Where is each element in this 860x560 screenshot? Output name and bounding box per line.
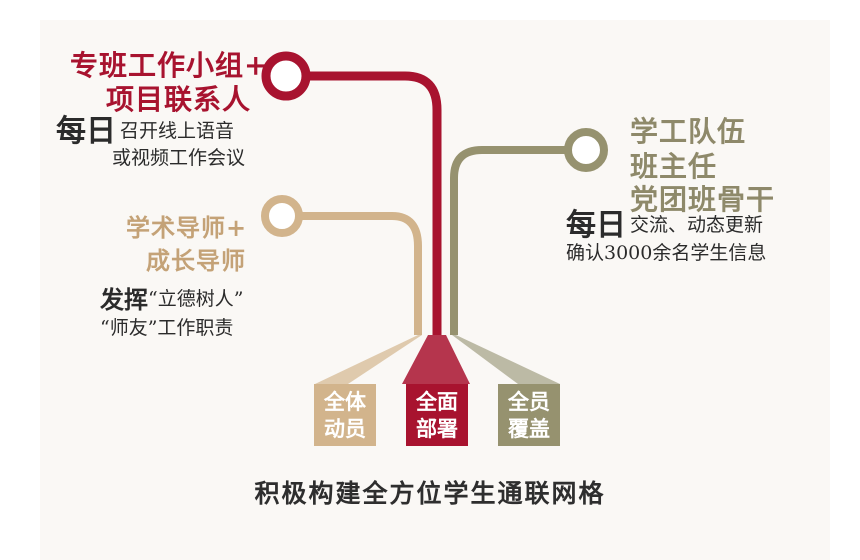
box-full-cover-line1: 全员 [508, 389, 550, 414]
red-node-ring [261, 51, 311, 101]
right-daily: 每日 [566, 208, 626, 243]
right-desc-line1: 交流、动态更新 [630, 214, 764, 236]
box-full-cover: 全员 覆盖 [498, 384, 560, 446]
left-top-title-line1: 专班工作小组+ [70, 49, 269, 82]
right-desc-line2: 确认3000余名学生信息 [566, 242, 767, 264]
right-title-line2: 班主任 [630, 150, 718, 183]
left-top-desc-line2: 或视频工作会议 [112, 147, 246, 169]
left-top-daily: 每日 [56, 114, 116, 149]
sand-funnel [315, 335, 422, 384]
sand-node-ring [261, 195, 303, 237]
box-all-mobilize-line1: 全体 [324, 389, 366, 414]
left-mid-desc-line2: “师友”工作职责 [100, 317, 234, 339]
left-mid-title-line1: 学术导师+ [126, 213, 248, 242]
diagram-caption: 积极构建全方位学生通联网格 [254, 479, 606, 508]
red-connector-line [308, 71, 442, 335]
left-top-desc-line1: 召开线上语音 [120, 120, 235, 142]
right-title-line1: 学工队伍 [630, 115, 747, 148]
olive-connector-line [450, 146, 566, 335]
left-mid-lead: 发挥 [100, 285, 148, 314]
left-mid-desc-line1: “立德树人” [148, 288, 244, 310]
box-all-mobilize-line2: 动员 [324, 416, 366, 441]
box-full-deploy: 全面 部署 [406, 384, 468, 446]
box-full-deploy-line1: 全面 [416, 389, 458, 414]
box-full-cover-line2: 覆盖 [508, 416, 550, 441]
left-mid-title-line2: 成长导师 [146, 246, 246, 275]
box-all-mobilize: 全体 动员 [314, 384, 376, 446]
olive-node-ring [564, 128, 608, 172]
olive-funnel [452, 335, 560, 384]
right-title-line3: 党团班骨干 [630, 183, 776, 216]
left-top-title-line2: 项目联系人 [106, 83, 252, 116]
red-funnel [402, 335, 470, 384]
sand-connector-line [300, 212, 422, 335]
box-full-deploy-line2: 部署 [416, 416, 458, 441]
